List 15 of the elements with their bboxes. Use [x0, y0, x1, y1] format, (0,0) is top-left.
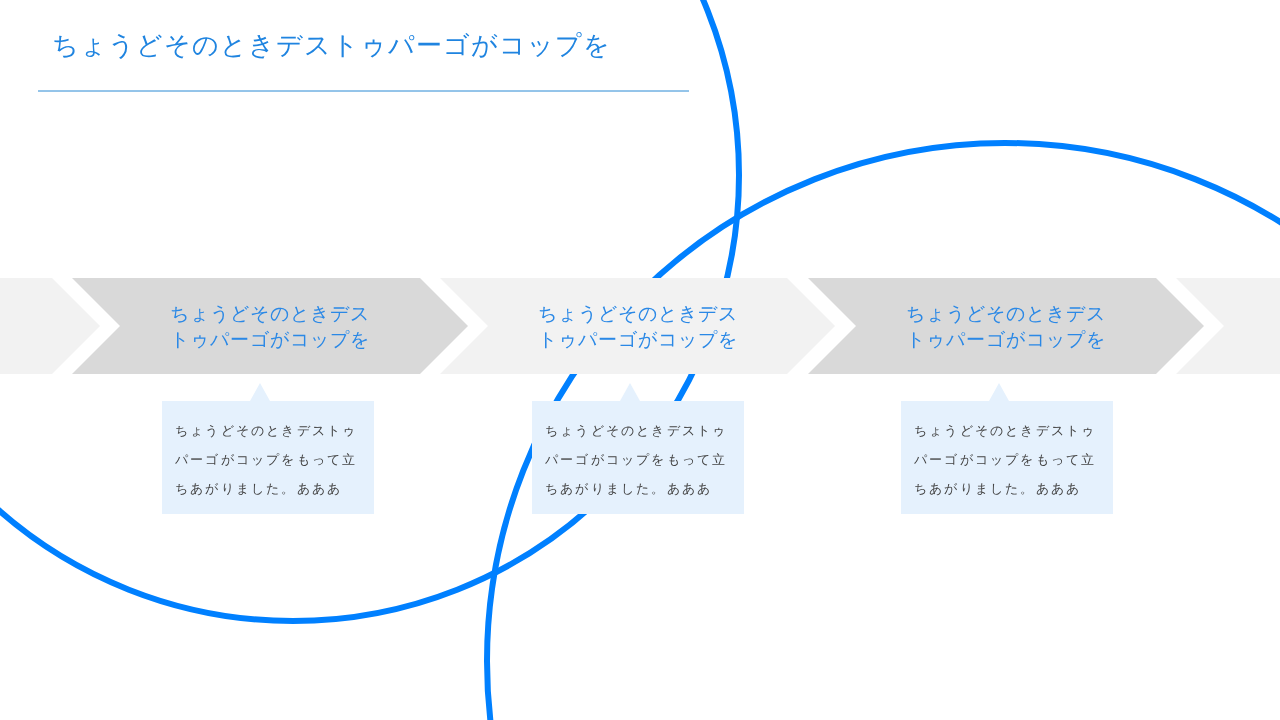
chevron-step — [808, 278, 1204, 374]
chevron-step — [0, 278, 100, 374]
chevron-step — [72, 278, 468, 374]
step-title: ちょうどそのときデストゥパーゴがコップを — [169, 301, 371, 352]
callout-box — [162, 383, 374, 514]
chevron-step — [1176, 278, 1280, 374]
callout-box — [532, 383, 744, 514]
callout-text: ちょうどそのときデストゥパーゴがコップをもって立ちあがりました。あああ — [545, 422, 729, 498]
step-title: ちょうどそのときデストゥパーゴがコップを — [536, 301, 739, 352]
callout-text: ちょうどそのときデストゥパーゴがコップをもって立ちあがりました。あああ — [175, 422, 359, 498]
callout-box — [901, 383, 1113, 514]
callout-text: ちょうどそのときデストゥパーゴがコップをもって立ちあがりました。あああ — [914, 422, 1098, 498]
title: ちょうどそのときデストゥパーゴがコップを — [52, 29, 611, 62]
step-title: ちょうどそのときデストゥパーゴがコップを — [905, 301, 1107, 352]
chevron-step — [440, 278, 835, 374]
